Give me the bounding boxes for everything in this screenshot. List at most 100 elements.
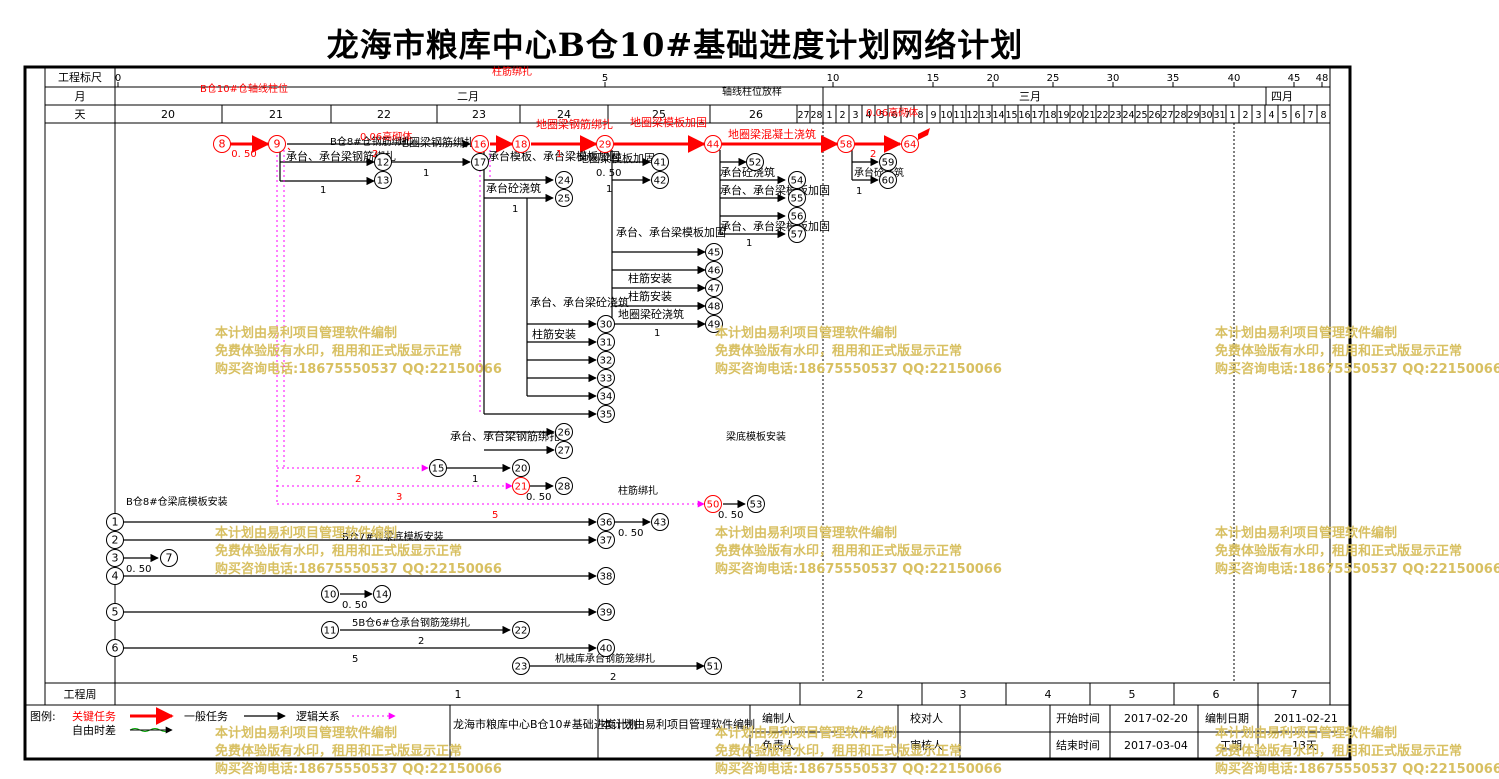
node: [555, 189, 573, 207]
label-c6-bind: 5B仓6#仓承台钢筋笼绑扎: [352, 616, 470, 629]
node: [705, 297, 723, 315]
node-label: 60: [882, 176, 895, 187]
label-dq-pour2: 地圈梁砼浇筑: [618, 307, 684, 321]
node: [597, 603, 615, 621]
month-cell: 二月: [457, 90, 479, 103]
label-ct-bind: 承台、承台梁钢筋绑扎: [286, 149, 396, 163]
footer-owner: 负责人: [762, 738, 795, 752]
footer-reviewer: 审核人: [910, 738, 943, 752]
scale-tick: 40: [1228, 73, 1241, 84]
node: [555, 171, 573, 189]
dur: 1: [512, 204, 518, 215]
node-label: 31: [600, 338, 613, 349]
node: [705, 261, 723, 279]
day-cell: 14: [992, 110, 1004, 121]
node-label: 11: [324, 626, 337, 637]
node-label: 20: [515, 464, 528, 475]
footer-start-label: 开始时间: [1056, 711, 1100, 725]
label-c8-form: B仓8#仓梁底模板安装: [126, 495, 228, 508]
node-label: 42: [654, 176, 667, 187]
node-label: 30: [600, 320, 613, 331]
node-label: 13: [377, 176, 390, 187]
node: [597, 333, 615, 351]
node-label: 34: [600, 392, 613, 403]
node-label: 49: [708, 320, 721, 331]
day-cell: 30: [1200, 110, 1212, 121]
label-ct-pour2: 承台、承台梁砼浇筑: [530, 295, 629, 309]
footer-project: 龙海市粮库中心B仓10#基础进度计划: [453, 717, 638, 731]
day-cell: 25: [1135, 110, 1147, 121]
footer-grid: [449, 705, 1350, 759]
dur: 1: [423, 168, 429, 179]
node: [471, 135, 489, 153]
footer-software: 本计划由易利项目管理软件编制: [601, 717, 755, 731]
label-col-install2: 柱筋安装: [628, 289, 672, 303]
day-label: 天: [75, 108, 86, 121]
dur: 5: [492, 510, 498, 521]
scale-tick: 35: [1167, 73, 1180, 84]
scale-tick: 15: [927, 73, 940, 84]
day-cell: 5: [878, 110, 884, 121]
node-label: 15: [432, 464, 445, 475]
label-050c: 0. 50: [526, 492, 551, 503]
node: [268, 135, 286, 153]
footer-checker: 校对人: [910, 711, 943, 725]
node: [106, 639, 124, 657]
dur: 2: [355, 474, 361, 485]
scale-tick: 20: [987, 73, 1000, 84]
node: [213, 135, 231, 153]
node: [597, 531, 615, 549]
node: [597, 369, 615, 387]
label-ct-form2: 承台、承台梁模板加固: [720, 183, 830, 197]
node-label: 50: [707, 500, 720, 511]
dur: 1: [746, 238, 752, 249]
day-cell: 27: [1161, 110, 1173, 121]
node-label: 12: [377, 158, 390, 169]
label-liang-form: 梁底模板安装: [726, 430, 786, 443]
node-label: 10: [324, 590, 337, 601]
node-label: 7: [166, 552, 173, 565]
node: [788, 207, 806, 225]
week-cell: 1: [455, 688, 462, 701]
label-050f: 0. 50: [342, 600, 367, 611]
node-label: 32: [600, 356, 613, 367]
node-label: 44: [707, 140, 720, 151]
node-label: 47: [708, 284, 721, 295]
day-cell: 8: [917, 110, 923, 121]
dur: 2: [610, 672, 616, 683]
node: [651, 171, 669, 189]
node: [555, 477, 573, 495]
label-ct-form3: 承台、承台梁模板加固: [720, 219, 830, 233]
label-jx-bind: 机械库承台钢筋笼绑扎: [555, 652, 655, 665]
day-cell: 29: [1187, 110, 1199, 121]
day-cell: 12: [966, 110, 978, 121]
node: [512, 459, 530, 477]
day-cell: 26: [1148, 110, 1160, 121]
node-label: 21: [515, 482, 528, 493]
node-label: 55: [791, 194, 804, 205]
node-label: 23: [515, 662, 528, 673]
node: [746, 153, 764, 171]
node-label: 4: [112, 570, 119, 583]
dur: 2: [870, 149, 876, 160]
day-cell: 27: [797, 110, 809, 121]
node-label: 33: [600, 374, 613, 385]
node: [597, 351, 615, 369]
node-label: 48: [708, 302, 721, 313]
week-label: 工程周: [64, 688, 97, 701]
node-label: 58: [840, 140, 853, 151]
day-cell: 3: [1255, 110, 1261, 121]
node-label: 17: [474, 158, 487, 169]
day-cell: 21: [269, 108, 283, 121]
node: [704, 495, 722, 513]
dur: 2: [418, 636, 424, 647]
dur: 3: [396, 492, 402, 503]
footer-start-value: 2017-02-20: [1124, 712, 1188, 725]
node-label: 37: [600, 536, 613, 547]
scale-tick: 48: [1316, 73, 1329, 84]
footer-duration-value: 13天: [1292, 739, 1317, 752]
label-high: 0.06高砌体: [360, 130, 412, 143]
node-label: 18: [515, 140, 528, 151]
